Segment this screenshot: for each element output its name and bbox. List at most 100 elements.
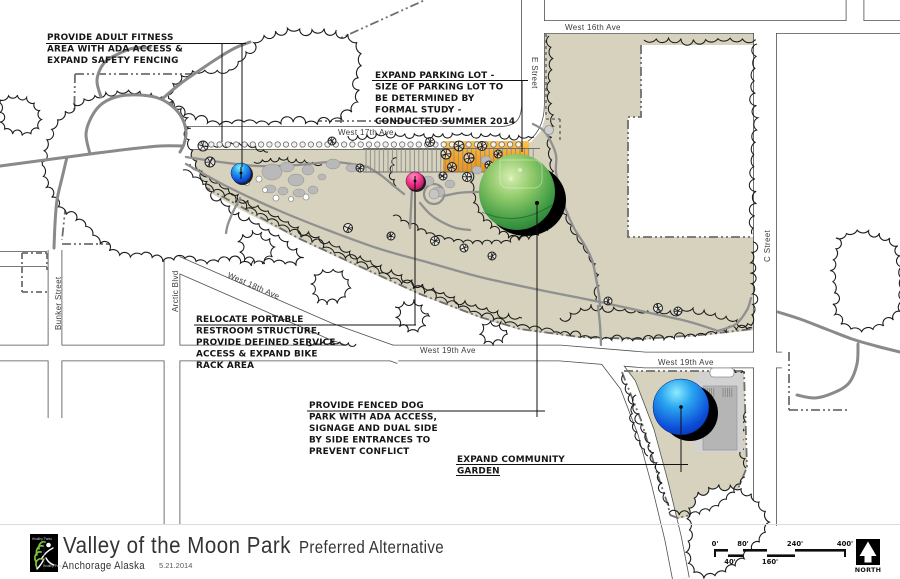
tree-icon <box>447 162 457 172</box>
dog-park-dome <box>479 154 555 230</box>
tree-icon <box>477 141 487 151</box>
tree-icon <box>453 140 465 152</box>
street-tree-bead <box>224 141 231 148</box>
park-trail-to-dome <box>442 190 486 198</box>
tree-icon <box>386 231 396 241</box>
tree-icon <box>462 172 472 182</box>
annotations: PROVIDE ADULT FITNESS AREA WITH ADA ACCE… <box>47 33 568 477</box>
leader-lines <box>46 43 688 476</box>
street-tree-bead <box>282 141 290 148</box>
street-label-west-16th: West 16th Ave <box>565 23 621 32</box>
tree-icon <box>343 223 353 233</box>
cloud-lobe-4 <box>478 320 508 346</box>
street-tree-bead <box>407 141 414 148</box>
dome-path-detail <box>481 204 553 220</box>
street-tree-bead <box>340 141 348 148</box>
woods-road-loop <box>84 93 188 156</box>
street-label-west-19th-east: West 19th Ave <box>658 358 714 367</box>
annotation-parking: EXPAND PARKING LOT - SIZE OF PARKING LOT… <box>375 71 515 127</box>
street-tree-bead <box>498 141 505 148</box>
chain-park-south-outer <box>182 169 561 334</box>
annotation-dog-park: PROVIDE FENCED DOG PARK WITH ADA ACCESS,… <box>309 401 441 457</box>
logo-text-bottom: Healthy People <box>43 564 65 568</box>
tree-branches <box>205 157 214 167</box>
tree-icon <box>438 171 448 181</box>
scale-label-400: 400' <box>837 540 853 548</box>
street-label-west-19th-west: West 19th Ave <box>420 346 476 355</box>
play-area-boulder <box>261 163 283 181</box>
play-area-boulder <box>301 164 315 176</box>
chain-19th-north <box>305 339 357 347</box>
scale-label-160: 160' <box>762 558 778 566</box>
tree-icon <box>425 137 435 147</box>
tree-icon <box>653 303 663 313</box>
tree-branches <box>328 137 336 145</box>
chain-garden-west <box>621 374 670 507</box>
tree-branches <box>447 162 457 172</box>
tree-branches <box>198 141 208 151</box>
tree-branches <box>488 252 496 260</box>
street-fill-west-19th-ave <box>0 345 782 368</box>
annotation-restroom: RELOCATE PORTABLE RESTROOM STRUCTURE, PR… <box>196 315 339 371</box>
play-area-boulder <box>325 158 341 170</box>
street-tree-bead <box>465 141 472 148</box>
tree-branches <box>454 141 464 151</box>
parcel-line-east-parcel-corner <box>788 352 848 411</box>
logo-person-icon <box>36 547 55 570</box>
tree-icon <box>204 156 216 168</box>
north-label: NORTH <box>855 566 882 574</box>
tree-icon <box>440 148 452 160</box>
tree-icon <box>463 152 475 164</box>
logo-text-top: Healthy Parks <box>32 537 52 541</box>
chain-garden-inner <box>629 394 649 457</box>
scale-label-240: 240' <box>787 540 803 548</box>
chain-school-east <box>748 43 760 235</box>
cloud-lobe-1 <box>237 229 277 265</box>
tree-branches <box>604 297 612 305</box>
scale-label-0: 0' <box>712 540 719 548</box>
tree-icon <box>355 163 365 173</box>
play-area-boulder <box>444 179 456 189</box>
play-area-boulder <box>279 161 295 173</box>
tree-branches <box>439 172 447 180</box>
street-tree-bead <box>307 141 314 148</box>
cloud-top-middle <box>167 26 363 126</box>
north-arrow-icon <box>859 541 877 563</box>
tree-branches <box>477 141 486 151</box>
play-area-dot <box>262 187 268 193</box>
park-trail-playground-link <box>366 165 406 196</box>
main-park-ground <box>183 34 755 340</box>
street-label-c-street: C Street <box>763 229 772 262</box>
street-tree-bead <box>415 141 422 148</box>
tree-icon <box>459 243 469 253</box>
cloud-east-edge <box>830 229 900 333</box>
tree-branches <box>387 232 395 240</box>
tree-icon <box>327 136 337 146</box>
play-area-boulder <box>277 186 289 196</box>
play-area-boulder <box>292 188 306 198</box>
park-trail-ne-hook <box>716 296 753 333</box>
street-tree-bead <box>382 141 389 148</box>
play-area-boulder <box>317 173 327 181</box>
tree-branches <box>674 307 682 315</box>
annotation-fitness: PROVIDE ADULT FITNESS AREA WITH ADA ACCE… <box>47 33 186 66</box>
plan-location: Anchorage Alaska <box>62 560 145 572</box>
tree-icon <box>493 149 503 159</box>
e-street-pad <box>544 125 554 135</box>
chain-park-south-inner <box>189 163 523 320</box>
cloud-bottom-right <box>684 483 771 579</box>
play-area-dot <box>288 196 294 202</box>
tree-icon <box>673 306 683 316</box>
annotation-garden: EXPAND COMMUNITY GARDEN <box>457 455 568 477</box>
tree-icon <box>487 251 497 261</box>
street-tree-bead <box>365 141 373 148</box>
street-label-west-17th: West 17th Ave <box>338 128 394 137</box>
street-tree-bead <box>216 141 223 148</box>
dome-detail-dot-2 <box>509 177 513 181</box>
cloud-far-left <box>0 94 43 136</box>
parcel-line-park-south-boundary <box>182 174 753 340</box>
plan-date: 5.21.2014 <box>159 561 192 570</box>
chain-school-north <box>643 36 757 46</box>
street-label-bunker-street: Bunker Street <box>54 276 63 330</box>
fitness-sphere-dot <box>239 171 243 175</box>
